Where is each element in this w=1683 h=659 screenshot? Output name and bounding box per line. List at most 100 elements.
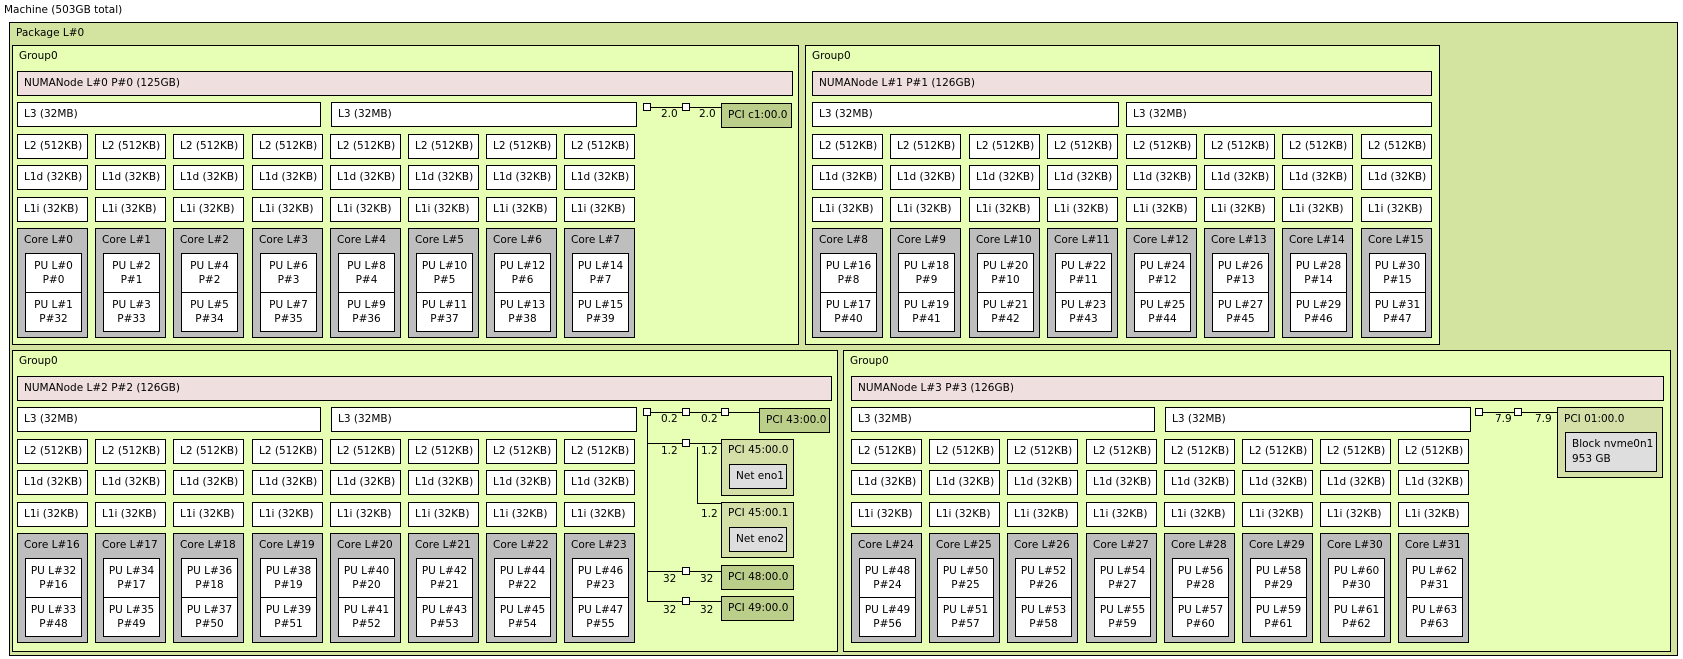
pu-logical-label: PU L#56	[1177, 565, 1224, 577]
bridge-square	[682, 597, 690, 605]
l2-cache-label: L2 (512KB)	[1014, 445, 1073, 457]
pu-physical-label: P#17	[117, 579, 146, 591]
pu-logical-label: PU L#8	[347, 260, 386, 272]
l1i-cache: L1i (32KB)	[1361, 197, 1432, 222]
io-link-line	[690, 412, 726, 413]
pu-physical-label: P#16	[39, 579, 68, 591]
pu-physical-label: P#52	[352, 618, 381, 630]
l1i-cache: L1i (32KB)	[1282, 197, 1353, 222]
l3-label: L3 (32MB)	[1172, 413, 1226, 425]
l3-label: L3 (32MB)	[338, 413, 392, 425]
pu-physical-label: P#39	[586, 313, 615, 325]
bandwidth-label: 0.2	[661, 413, 678, 425]
l2-cache: L2 (512KB)	[1204, 134, 1275, 159]
pu-logical-label: PU L#60	[1333, 565, 1380, 577]
l1i-cache-label: L1i (32KB)	[24, 508, 79, 520]
pu-physical-label: P#62	[1342, 618, 1371, 630]
l2-cache-label: L2 (512KB)	[337, 445, 396, 457]
l2-cache-label: L2 (512KB)	[102, 445, 161, 457]
l1d-cache-label: L1d (32KB)	[102, 171, 161, 183]
bandwidth-label: 1.2	[701, 445, 718, 457]
io-link-line	[690, 601, 721, 602]
l2-cache-label: L2 (512KB)	[1289, 140, 1348, 152]
pu-physical-label: P#46	[1304, 313, 1333, 325]
bandwidth-label: 2.0	[661, 108, 678, 120]
l2-cache: L2 (512KB)	[1007, 439, 1078, 464]
pu-logical-label: PU L#47	[577, 604, 624, 616]
pu-logical-label: PU L#34	[108, 565, 155, 577]
core-label: Core L#26	[1014, 539, 1070, 551]
l2-cache: L2 (512KB)	[173, 134, 244, 159]
pu-logical-label: PU L#42	[421, 565, 468, 577]
l3-cache: L3 (32MB)	[851, 407, 1155, 432]
l2-cache: L2 (512KB)	[1164, 439, 1235, 464]
pu-physical-label: P#31	[1420, 579, 1449, 591]
l1d-cache-label: L1d (32KB)	[1054, 171, 1113, 183]
core-label: Core L#0	[24, 234, 73, 246]
bridge-square	[1514, 408, 1522, 416]
l2-cache: L2 (512KB)	[1086, 439, 1157, 464]
pu-logical-label: PU L#30	[1374, 260, 1421, 272]
pu-physical-label: P#54	[508, 618, 537, 630]
l1d-cache: L1d (32KB)	[1126, 165, 1197, 190]
core-label: Core L#8	[819, 234, 868, 246]
pci-label: PCI 45:00.0	[728, 444, 789, 456]
pu-logical-label: PU L#23	[1060, 299, 1107, 311]
bridge-square	[1475, 408, 1483, 416]
pu-logical-label: PU L#4	[190, 260, 229, 272]
l2-cache-label: L2 (512KB)	[259, 445, 318, 457]
pu-physical-label: P#10	[991, 274, 1020, 286]
core-label: Core L#20	[337, 539, 393, 551]
bandwidth-label: 0.2	[701, 413, 718, 425]
l2-cache-label: L2 (512KB)	[571, 445, 630, 457]
l1d-cache: L1d (32KB)	[17, 470, 88, 495]
l1i-cache: L1i (32KB)	[330, 197, 401, 222]
l1d-cache: L1d (32KB)	[812, 165, 883, 190]
pu-logical-label: PU L#5	[190, 299, 229, 311]
pu-physical-label: P#34	[195, 313, 224, 325]
l2-cache: L2 (512KB)	[330, 439, 401, 464]
l1d-cache: L1d (32KB)	[1361, 165, 1432, 190]
pci-label: PCI c1:00.0	[728, 109, 788, 121]
pu-logical-label: PU L#14	[577, 260, 624, 272]
l1d-cache: L1d (32KB)	[851, 470, 922, 495]
core-label: Core L#16	[24, 539, 80, 551]
l1i-cache: L1i (32KB)	[1204, 197, 1275, 222]
bandwidth-label: 1.2	[661, 445, 678, 457]
l2-cache-label: L2 (512KB)	[1368, 140, 1427, 152]
pu-physical-label: P#4	[355, 274, 378, 286]
numa-label: NUMANode L#1 P#1 (126GB)	[819, 77, 975, 89]
l1d-cache: L1d (32KB)	[252, 470, 323, 495]
pu-physical-label: P#28	[1186, 579, 1215, 591]
pu-logical-label: PU L#57	[1177, 604, 1224, 616]
pu-physical-label: P#6	[511, 274, 534, 286]
block-name: Block nvme0n1	[1572, 438, 1654, 450]
l1i-cache-label: L1i (32KB)	[24, 203, 79, 215]
l1i-cache: L1i (32KB)	[1164, 502, 1235, 527]
pu-logical-label: PU L#13	[499, 299, 546, 311]
l1d-cache-label: L1d (32KB)	[259, 171, 318, 183]
core-label: Core L#5	[415, 234, 464, 246]
l1i-cache: L1i (32KB)	[851, 502, 922, 527]
l2-cache: L2 (512KB)	[1320, 439, 1391, 464]
pu-physical-label: P#33	[117, 313, 146, 325]
